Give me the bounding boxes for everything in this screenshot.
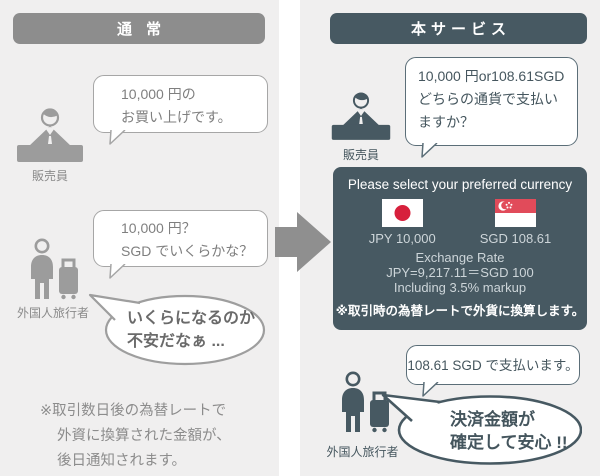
exchange-rate-value: JPY=9,217.11＝SGD 100 [386, 265, 534, 280]
service-header-label: 本サービス [410, 21, 511, 38]
service-header: 本サービス [330, 13, 587, 44]
currency-panel-footnote: ※取引時の為替レートで外貨に換算します。 [335, 304, 585, 318]
thought-line: いくらになるのか [127, 310, 256, 327]
thought-bubble-shape [381, 393, 582, 465]
footnote-line: 外資に換算された金額が、 [57, 428, 231, 444]
speech-line: どちらの通貨で支払い [418, 91, 558, 107]
speech-tail [109, 130, 126, 145]
traveler-icon [31, 238, 78, 300]
thought-line: 確定して安心 !! [450, 433, 568, 452]
singapore-flag-icon [494, 199, 536, 227]
speech-line: 10,000 円？ [121, 220, 196, 236]
normal-thought-bubble: いくらになるのか 不安だなぁ ... [88, 290, 266, 366]
speech-tail [422, 382, 439, 397]
normal-header-label: 通常 [116, 21, 175, 38]
japan-flag-icon [381, 199, 423, 227]
speech-tail [421, 143, 438, 158]
sgd-amount-label: SGD 108.61 [479, 231, 552, 246]
speech-line: SGD でいくらかな？ [121, 243, 254, 259]
normal-footnote: ※取引数日後の為替レートで 外資に換算された金額が、 後日通知されます。 [40, 399, 275, 474]
thought-line: 不安だなぁ ... [127, 333, 225, 350]
service-traveler-speech-bubble: 108.61 SGD で支払います。 [406, 345, 580, 397]
normal-traveler-label: 外国人旅行者 [16, 306, 89, 320]
currency-select-panel: Please select your preferred currency JP… [333, 167, 587, 330]
clerk-icon [17, 108, 83, 162]
footnote-line: ※取引数日後の為替レートで [40, 403, 227, 419]
normal-clerk-label: 販売員 [31, 169, 68, 183]
speech-line: 108.61 SGD で支払います。 [407, 357, 579, 373]
jpy-option[interactable]: JPY 10,000 [369, 199, 436, 246]
markup-note: Including 3.5% markup [393, 280, 527, 295]
thought-line: 決済金額が [450, 410, 535, 429]
service-clerk-label: 販売員 [342, 148, 379, 162]
jpy-amount-label: JPY 10,000 [368, 231, 436, 246]
arrow-right-icon [275, 212, 331, 272]
normal-traveler-speech-bubble: 10,000 円？ SGD でいくらかな？ [93, 210, 268, 279]
normal-clerk-speech-bubble: 10,000 円の お買い上げです。 [93, 75, 268, 145]
currency-panel-title: Please select your preferred currency [347, 177, 573, 192]
footnote-line: 後日通知されます。 [57, 453, 187, 469]
service-traveler-label: 外国人旅行者 [326, 445, 399, 459]
exchange-rate-heading: Exchange Rate [415, 250, 505, 265]
speech-line: 10,000 円or108.61SGD [418, 68, 565, 84]
speech-line: ますか？ [418, 114, 474, 130]
speech-line: お買い上げです。 [121, 109, 232, 125]
thought-bubble-shape [88, 293, 266, 366]
service-clerk-speech-bubble: 10,000 円or108.61SGD どちらの通貨で支払い ますか？ [405, 57, 578, 158]
service-thought-bubble: 決済金額が 確定して安心 !! [380, 392, 582, 466]
normal-header: 通常 [13, 13, 265, 44]
speech-tail [109, 264, 126, 279]
sgd-option[interactable]: SGD 108.61 [479, 199, 552, 246]
speech-line: 10,000 円の [121, 86, 196, 102]
clerk-icon [331, 92, 391, 140]
